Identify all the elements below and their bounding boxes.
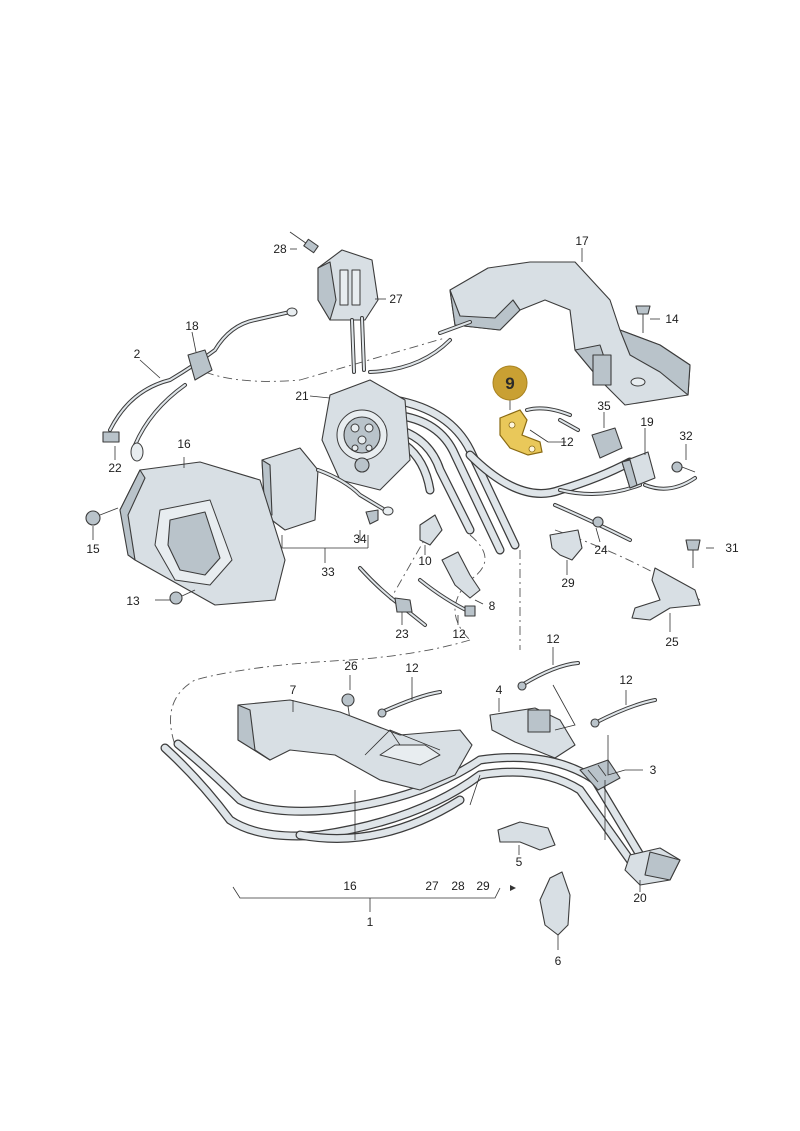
part-2-cable	[102, 307, 298, 462]
label-32: 32	[679, 429, 693, 443]
label-13: 13	[126, 594, 140, 608]
part-32-screw	[671, 461, 696, 473]
part-25-bracket	[631, 567, 701, 621]
part-3-connector	[579, 759, 621, 791]
part-13-screw	[169, 589, 196, 605]
label-22: 22	[108, 461, 122, 475]
part-17-bracket	[438, 261, 691, 406]
label-20: 20	[633, 891, 647, 905]
part-6-cover	[539, 871, 571, 936]
label-23: 23	[395, 627, 409, 641]
part-7-bracket	[237, 699, 473, 791]
highlight-marker-9[interactable]: 9	[492, 365, 528, 401]
label-3: 3	[650, 763, 657, 777]
label-15: 15	[86, 542, 100, 556]
label-25: 25	[665, 635, 679, 649]
part-29-holder	[549, 529, 583, 561]
label-1: 1	[367, 915, 374, 929]
part-9-bracket[interactable]	[499, 406, 572, 456]
label-10: 10	[418, 554, 432, 568]
part-10-clip	[419, 514, 443, 546]
label-12-c: 12	[546, 632, 560, 646]
label-34: 34	[353, 532, 367, 546]
label-2: 2	[134, 347, 141, 361]
label-28-top: 28	[273, 242, 287, 256]
label-35: 35	[597, 399, 611, 413]
label-17: 17	[575, 234, 589, 248]
label-33: 33	[321, 565, 335, 579]
part-35-connector	[591, 427, 623, 459]
label-6: 6	[555, 954, 562, 968]
label-27-bottom: 27	[425, 879, 439, 893]
label-26: 26	[344, 659, 358, 673]
arrow-marker	[510, 885, 516, 891]
label-12-e: 12	[619, 673, 633, 687]
label-4: 4	[496, 683, 503, 697]
label-16-top: 16	[177, 437, 191, 451]
label-12-a: 12	[560, 435, 574, 449]
leader-lines	[92, 248, 714, 950]
label-18: 18	[185, 319, 199, 333]
part-8-clip	[441, 551, 481, 599]
label-31: 31	[725, 541, 739, 555]
label-8: 8	[489, 599, 496, 613]
label-12-b: 12	[452, 627, 466, 641]
label-7: 7	[290, 683, 297, 697]
label-24: 24	[594, 543, 608, 557]
part-12-ties	[377, 418, 657, 728]
label-27-top: 27	[389, 292, 403, 306]
part-19-connector	[621, 451, 656, 489]
part-21-charge-socket	[321, 379, 411, 491]
part-16-housing	[119, 461, 286, 606]
label-29-bottom: 29	[476, 879, 490, 893]
part-24-tie	[553, 503, 632, 542]
label-28-bottom: 28	[451, 879, 465, 893]
highlight-label: 9	[505, 374, 514, 393]
part-4-bracket	[489, 707, 576, 759]
part-20-connector	[624, 847, 681, 886]
part-26-bolt	[341, 693, 355, 721]
label-14: 14	[665, 312, 679, 326]
part-labels: 17 28 27 18 14 2 21 35 19 12 32 16 22 15…	[86, 234, 739, 968]
label-16-bottom: 16	[343, 879, 357, 893]
part-15-screw	[85, 507, 119, 526]
label-12-d: 12	[405, 661, 419, 675]
fasteners	[85, 305, 701, 728]
part-23-tie	[358, 566, 427, 627]
part-27-connector	[289, 231, 379, 374]
part-5-clip	[497, 821, 556, 851]
part-34-clip	[365, 509, 379, 525]
label-29-mid: 29	[561, 576, 575, 590]
label-19: 19	[640, 415, 654, 429]
label-5: 5	[516, 855, 523, 869]
label-21: 21	[295, 389, 309, 403]
upper-harness	[368, 338, 697, 555]
part-31-bolt	[685, 539, 701, 568]
lower-harness	[160, 739, 645, 865]
part-14-bolt	[635, 305, 651, 333]
